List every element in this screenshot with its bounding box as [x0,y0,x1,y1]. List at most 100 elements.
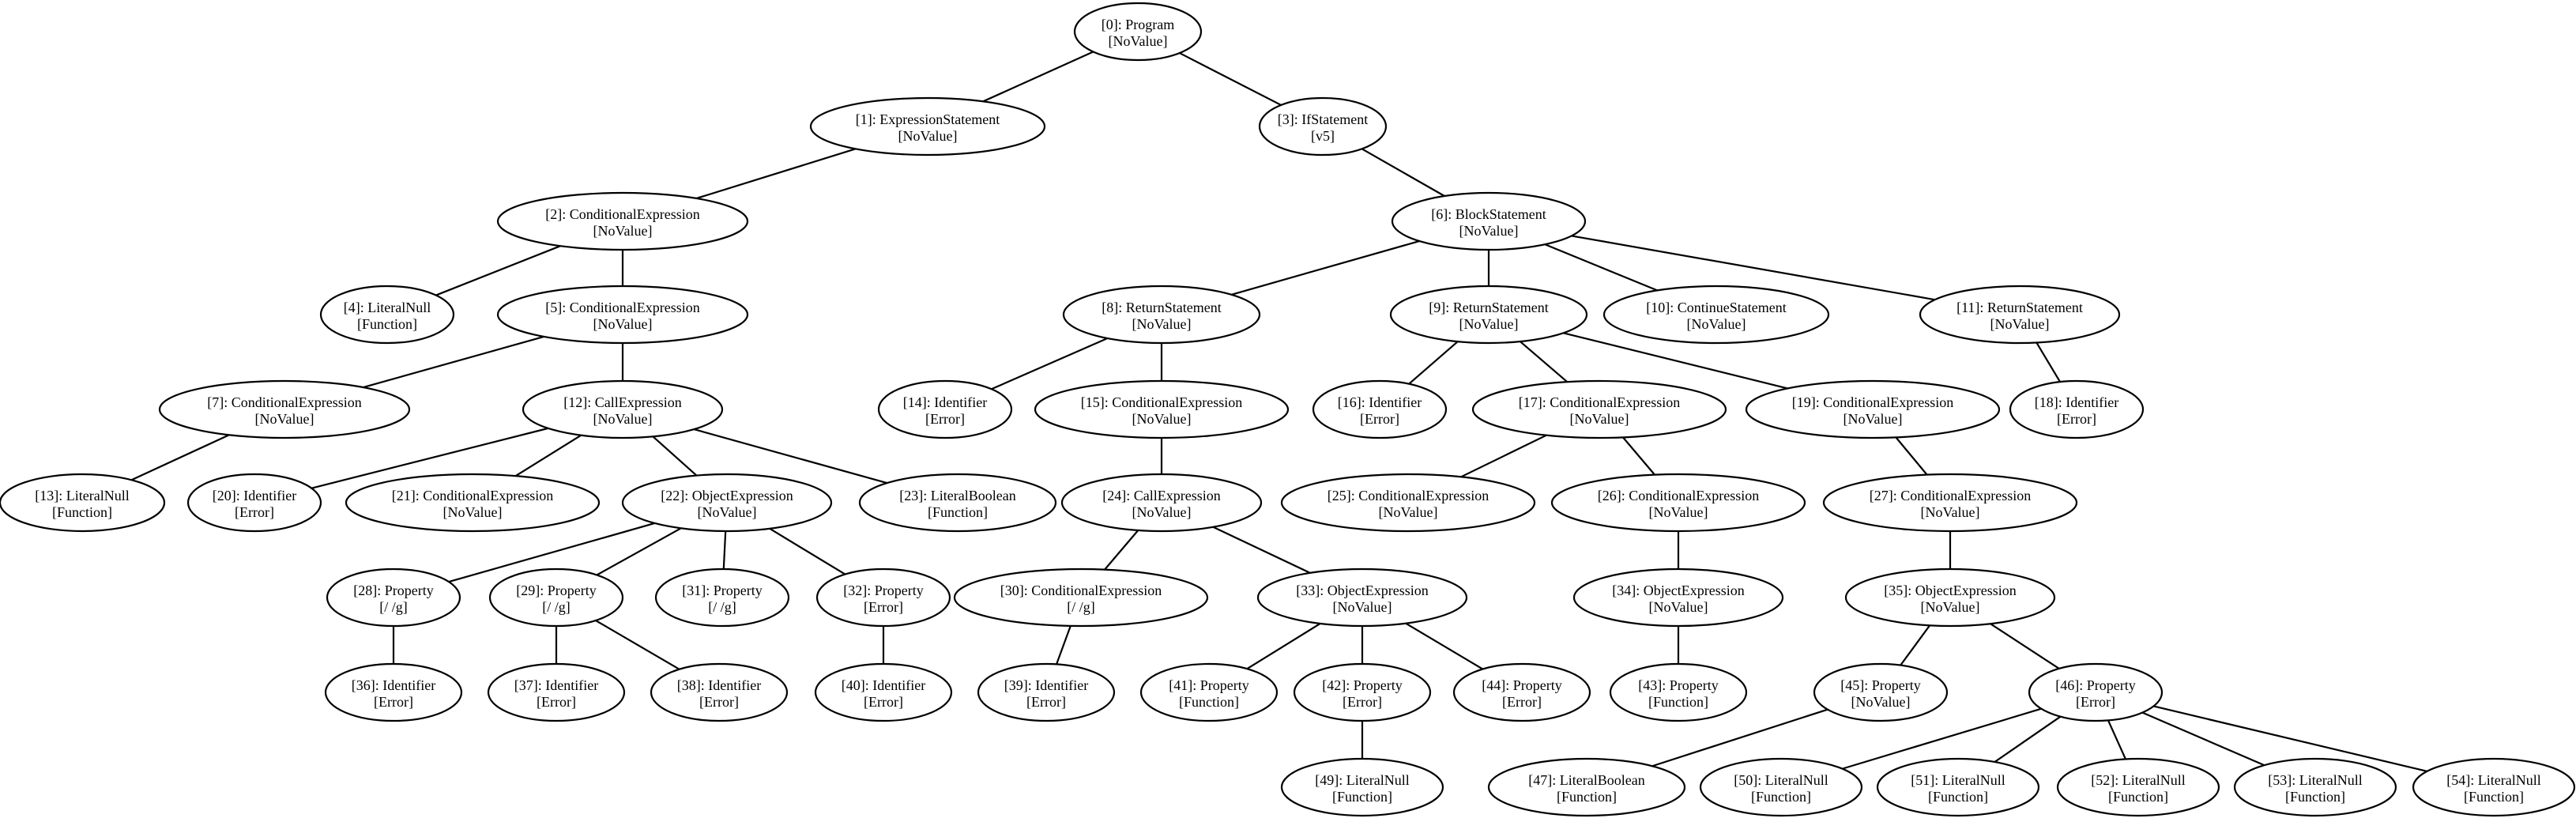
node-value: [Error] [537,694,576,710]
tree-node-41: [41]: Property[Function] [1139,662,1279,722]
node-value: [Function] [1332,789,1392,805]
tree-node-34: [34]: ObjectExpression[NoValue] [1572,567,1784,628]
node-label: [15]: ConditionalExpression [1081,394,1242,410]
node-label: [0]: Program [1102,17,1174,32]
node-label: [46]: Property [2055,677,2135,693]
edge-33-44 [1405,622,1484,670]
edge-24-30 [1104,530,1139,571]
node-ellipse [1699,757,1863,817]
node-value: [NoValue] [1109,33,1168,49]
node-label: [32]: Property [843,583,923,598]
tree-node-44: [44]: Property[Error] [1452,662,1591,722]
node-label: [36]: Identifier [352,677,435,693]
tree-node-13: [13]: LiteralNull[Function] [0,473,166,533]
node-label: [12]: CallExpression [563,394,681,410]
edge-3-6 [1361,148,1445,197]
tree-node-38: [38]: Identifier[Error] [650,662,789,722]
node-value: [Function] [2285,789,2345,805]
node-ellipse [877,379,1013,439]
node-value: [Error] [1026,694,1066,710]
node-ellipse [158,379,411,439]
node-ellipse [1609,662,1748,722]
node-ellipse [1550,473,1806,533]
node-value: [NoValue] [1851,694,1911,710]
tree-node-25: [25]: ConditionalExpression[NoValue] [1280,473,1536,533]
node-value: [Function] [52,504,112,520]
node-value: [NoValue] [443,504,503,520]
node-value: [NoValue] [1843,411,1903,427]
tree-node-21: [21]: ConditionalExpression[NoValue] [345,473,601,533]
node-value: [NoValue] [1459,223,1519,239]
node-label: [6]: BlockStatement [1431,206,1546,222]
node-ellipse [1034,379,1290,439]
node-value: [Function] [1179,694,1239,710]
node-ellipse [0,473,166,533]
edge-30-39 [1056,625,1071,665]
node-ellipse [1391,191,1587,251]
node-value: [Error] [925,411,965,427]
tree-node-3: [3]: IfStatement[v5] [1258,96,1388,156]
node-ellipse [1876,757,2040,817]
node-value: [Function] [1751,789,1811,805]
node-label: [54]: LiteralNull [2446,772,2540,788]
node-ellipse [1389,285,1588,345]
node-ellipse [2412,757,2576,817]
node-value: [Error] [699,694,739,710]
node-label: [33]: ObjectExpression [1296,583,1428,598]
node-label: [14]: Identifier [903,394,987,410]
edge-9-19 [1563,332,1788,390]
node-value: [NoValue] [1570,411,1629,427]
node-value: [NoValue] [255,411,314,427]
node-ellipse [621,473,833,533]
node-ellipse [324,662,463,722]
node-ellipse [1256,567,1468,628]
node-ellipse [1572,567,1784,628]
node-ellipse [654,567,790,628]
node-value: [/ /g] [1067,599,1095,615]
edge-6-11 [1571,235,1935,301]
tree-node-10: [10]: ContinueStatement[NoValue] [1602,285,1830,345]
node-value: [Error] [2057,411,2096,427]
tree-node-6: [6]: BlockStatement[NoValue] [1391,191,1587,251]
edge-33-41 [1246,623,1321,670]
node-ellipse [1919,285,2121,345]
tree-node-23: [23]: LiteralBoolean[Function] [858,473,1057,533]
node-value: [Function] [928,504,988,520]
tree-node-43: [43]: Property[Function] [1609,662,1748,722]
node-ellipse [1073,2,1203,62]
tree-node-53: [53]: LiteralNull[Function] [2233,757,2397,817]
edge-22-31 [722,530,727,570]
node-value: [NoValue] [593,223,653,239]
tree-node-19: [19]: ConditionalExpression[NoValue] [1745,379,2001,439]
edge-0-3 [1179,52,1282,106]
node-value: [NoValue] [1459,316,1519,332]
node-ellipse [186,473,322,533]
edge-12-22 [652,436,698,477]
tree-node-30: [30]: ConditionalExpression[/ /g] [953,567,1209,628]
node-value: [NoValue] [1132,504,1192,520]
edge-12-20 [311,427,548,489]
node-label: [51]: LiteralNull [1911,772,2005,788]
edge-29-38 [595,620,680,670]
tree-node-24: [24]: CallExpression[NoValue] [1060,473,1263,533]
tree-node-29: [29]: Property[/ /g] [488,567,624,628]
node-ellipse [319,285,455,345]
node-label: [8]: ReturnStatement [1102,300,1221,315]
node-ellipse [1452,662,1591,722]
node-value: [Function] [2464,789,2524,805]
node-ellipse [1813,662,1949,722]
edge-12-21 [514,434,582,477]
node-label: [43]: Property [1638,677,1718,693]
node-value: [Error] [235,504,274,520]
node-label: [38]: Identifier [677,677,761,693]
node-ellipse [815,567,951,628]
node-value: [NoValue] [593,316,653,332]
node-value: [Function] [1648,694,1708,710]
node-value: [Error] [2076,694,2115,710]
node-value: [Error] [864,694,903,710]
node-ellipse [1258,96,1388,156]
tree-node-50: [50]: LiteralNull[Function] [1699,757,1863,817]
node-label: [45]: Property [1840,677,1920,693]
node-value: [NoValue] [1921,599,1980,615]
node-label: [44]: Property [1482,677,1561,693]
